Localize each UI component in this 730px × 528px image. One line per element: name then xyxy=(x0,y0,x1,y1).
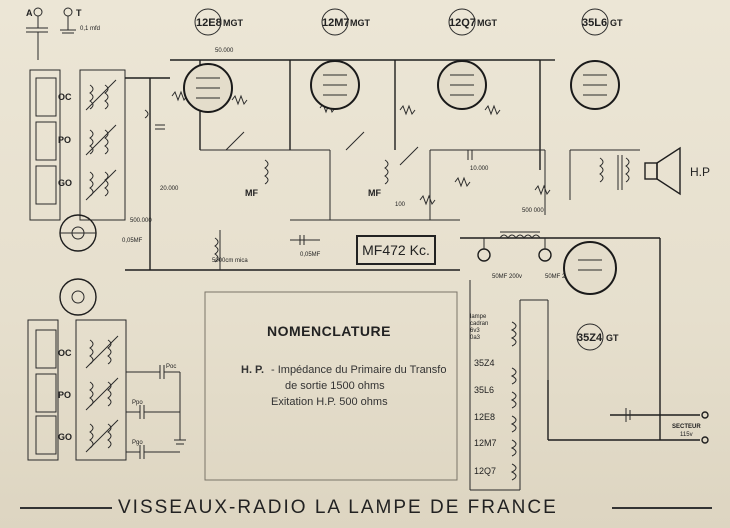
nomenclature-line-3: Exitation H.P. 500 ohms xyxy=(271,396,388,408)
tube-12e8-badge xyxy=(194,8,222,36)
coil-block-lower: OC PO GO Poc Ppo Pgo xyxy=(27,278,186,461)
coil-block-upper: OC PO GO xyxy=(29,69,126,221)
speaker: H.P xyxy=(599,146,710,196)
band-oc-lower: OC xyxy=(58,348,72,358)
tube-35z4: 35Z4 GT xyxy=(563,241,619,351)
nomenclature-key: H. P. xyxy=(241,364,265,376)
value-500000: 500.000 xyxy=(130,218,152,224)
value-500000-b: 500 000 xyxy=(522,208,544,214)
tube-35l6-suffix: GT xyxy=(610,18,623,28)
tube-12e8-label: 12E8 xyxy=(196,17,222,29)
value-005mf: 0,05MF xyxy=(122,238,143,244)
filament-12e8: 12E8 xyxy=(474,412,495,422)
trimmer-go-label: Pgo xyxy=(132,440,143,446)
lamp-label-4: 0a3 xyxy=(470,335,481,341)
filament-chain: lampe cadran 6v3 0a3 35Z4 35L6 12E8 12M7… xyxy=(470,314,517,481)
filament-12q7: 12Q7 xyxy=(474,466,496,476)
band-po-upper: PO xyxy=(58,135,71,145)
nomenclature-line-1: - Impédance du Primaire du Transfo xyxy=(271,364,447,376)
footer-text: VISSEAUX-RADIO LA LAMPE DE FRANCE xyxy=(118,497,558,518)
tube-35l6-badge xyxy=(581,8,609,36)
tube-35z4-label: 35Z4 xyxy=(577,332,603,344)
tube-35l6-label: 35L6 xyxy=(582,17,607,29)
value-50mf-b: 50MF 200v xyxy=(545,274,575,280)
nomenclature-panel: NOMENCLATURE H. P. - Impédance du Primai… xyxy=(205,292,457,480)
filament-35l6: 35L6 xyxy=(474,385,494,395)
value-100: 100 xyxy=(395,202,406,208)
tube-35z4-suffix: GT xyxy=(606,333,619,343)
tube-12q7-badge xyxy=(448,8,476,36)
wave-switch-lower xyxy=(59,278,97,316)
wave-switch-upper xyxy=(59,214,97,252)
filament-12m7: 12M7 xyxy=(474,438,497,448)
trimmer-oc-label: Poc xyxy=(166,364,176,370)
mains-input: SECTEUR 115v xyxy=(625,408,709,444)
nomenclature-line-2: de sortie 1500 ohms xyxy=(285,380,385,392)
nomenclature-box xyxy=(204,291,458,481)
value-20000: 20.000 xyxy=(160,186,179,192)
mains-label: SECTEUR xyxy=(672,424,701,430)
if-frequency-box: MF472 Kc. xyxy=(356,235,436,265)
tube-35z4-badge xyxy=(576,323,604,351)
antenna-label: A xyxy=(26,8,33,18)
value-5000cm-mica: 5000cm mica xyxy=(212,258,248,264)
footer-banner: VISSEAUX-RADIO LA LAMPE DE FRANCE xyxy=(0,493,730,523)
tube-12m7-label: 12M7 xyxy=(322,17,350,29)
lamp-label-2: cadran xyxy=(470,321,488,327)
trimmer-po-label: Ppo xyxy=(132,400,143,406)
value-50mf-a: 50MF 200v xyxy=(492,274,522,280)
speaker-label: H.P xyxy=(690,165,710,179)
ground-label: T xyxy=(76,8,82,18)
if-label-1: MF xyxy=(245,188,258,198)
band-po-lower: PO xyxy=(58,390,71,400)
tube-12q7-suffix: MGT xyxy=(477,18,497,28)
band-go-lower: GO xyxy=(58,432,72,442)
power-filter xyxy=(477,231,552,262)
passive-components: 50.000 20.000 500.000 0,05MF 5000cm mica… xyxy=(122,48,575,280)
main-wiring xyxy=(125,59,700,491)
mains-voltage: 115v xyxy=(680,432,693,438)
lamp-label-3: 6v3 xyxy=(470,328,480,334)
filament-35z4: 35Z4 xyxy=(474,358,495,368)
ground-cap-label: 0,1 mfd xyxy=(80,26,100,32)
tube-12e8-suffix: MGT xyxy=(223,18,243,28)
nomenclature-title: NOMENCLATURE xyxy=(267,323,391,339)
tube-12m7: 12M7 MGT xyxy=(310,8,370,110)
antenna-terminals: A T 0,1 mfd xyxy=(26,7,100,60)
tube-12m7-suffix: MGT xyxy=(350,18,370,28)
tube-12m7-badge xyxy=(321,8,349,36)
band-oc-upper: OC xyxy=(58,92,72,102)
value-50000: 50.000 xyxy=(215,48,234,54)
value-10000: 10.000 xyxy=(470,166,489,172)
value-005mf-b: 0,05MF xyxy=(300,252,321,258)
tube-35l6: 35L6 GT xyxy=(570,8,623,110)
if-label-2: MF xyxy=(368,188,381,198)
tube-12q7-label: 12Q7 xyxy=(449,17,476,29)
tube-12q7: 12Q7 MGT xyxy=(437,8,497,110)
tube-12e8: 12E8 MGT xyxy=(183,8,243,113)
band-go-upper: GO xyxy=(58,178,72,188)
lamp-label-1: lampe xyxy=(470,314,487,320)
